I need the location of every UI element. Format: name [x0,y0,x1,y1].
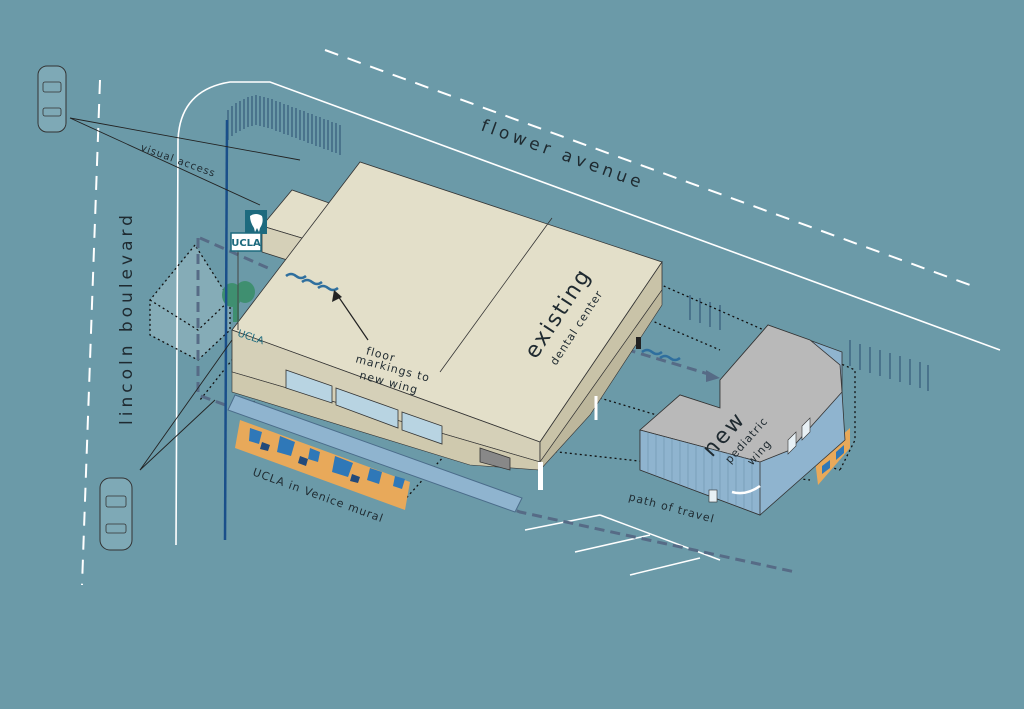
ucla-venice-mural [235,420,410,510]
ucla-sign-panel [230,232,262,252]
tooth-icon [250,214,263,232]
side-door [636,337,641,349]
parking-lines [524,514,721,576]
car-icon [37,65,67,133]
floor-marking-pointer [337,295,369,341]
floor-markings [285,272,681,362]
pointer-arrowhead [332,290,342,302]
tooth-sign [245,210,267,234]
car-icon [99,477,133,551]
sidewalk-strip [227,394,523,513]
storefront-windows [285,369,443,445]
entry-door [479,447,511,471]
curb-line [175,81,1001,546]
new-pediatric-wing [639,324,846,516]
lincoln-centerline [81,79,101,586]
roof-seam [439,217,553,373]
path-arrow [706,370,720,382]
lincoln-boulevard-label: lincoln boulevard [117,211,137,425]
sight-lines [69,117,301,471]
column [538,462,543,490]
flower-centerline [324,49,971,286]
ucla-sign-text: UCLA [231,238,261,249]
